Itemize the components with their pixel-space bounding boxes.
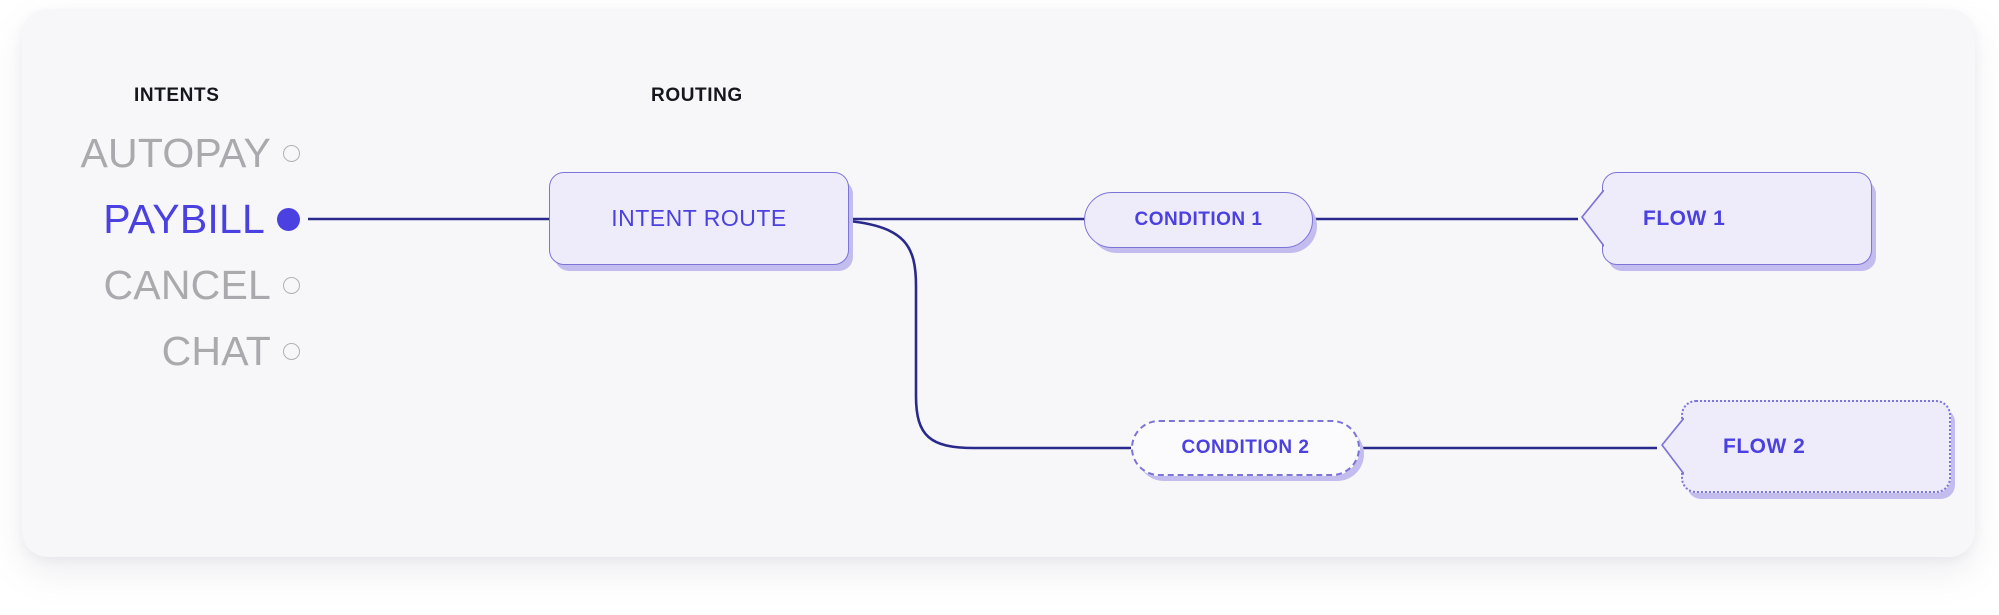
intent-label: PAYBILL [103,195,265,242]
intent-item-chat[interactable]: CHAT [40,318,300,384]
radio-empty-icon[interactable] [283,144,300,162]
node-condition-1[interactable]: CONDITION 1 [1084,192,1313,248]
radio-empty-icon[interactable] [283,342,300,360]
intent-label: AUTOPAY [80,129,271,176]
node-label: CONDITION 2 [1181,437,1310,458]
node-flow-2[interactable]: FLOW 2 [1661,400,1951,493]
intents-list: AUTOPAY PAYBILL CANCEL CHAT [40,120,300,384]
node-intent-route[interactable]: INTENT ROUTE [549,172,849,265]
intent-item-cancel[interactable]: CANCEL [40,252,300,318]
intent-item-paybill[interactable]: PAYBILL [40,186,300,252]
radio-empty-icon[interactable] [283,276,300,294]
flow-notch-icon [1660,417,1684,476]
node-label: INTENT ROUTE [611,205,787,231]
node-label: FLOW 2 [1723,434,1806,458]
intent-label: CANCEL [103,261,271,308]
node-label: FLOW 1 [1643,206,1726,230]
column-heading-intents: INTENTS [134,85,220,106]
column-heading-routing: ROUTING [651,85,743,106]
node-flow-1[interactable]: FLOW 1 [1581,172,1872,265]
flow-notch-icon [1580,189,1604,248]
node-label: CONDITION 1 [1134,209,1263,230]
radio-filled-icon[interactable] [277,207,300,231]
intent-label: CHAT [161,327,271,374]
intent-item-autopay[interactable]: AUTOPAY [40,120,300,186]
node-condition-2[interactable]: CONDITION 2 [1131,420,1360,476]
